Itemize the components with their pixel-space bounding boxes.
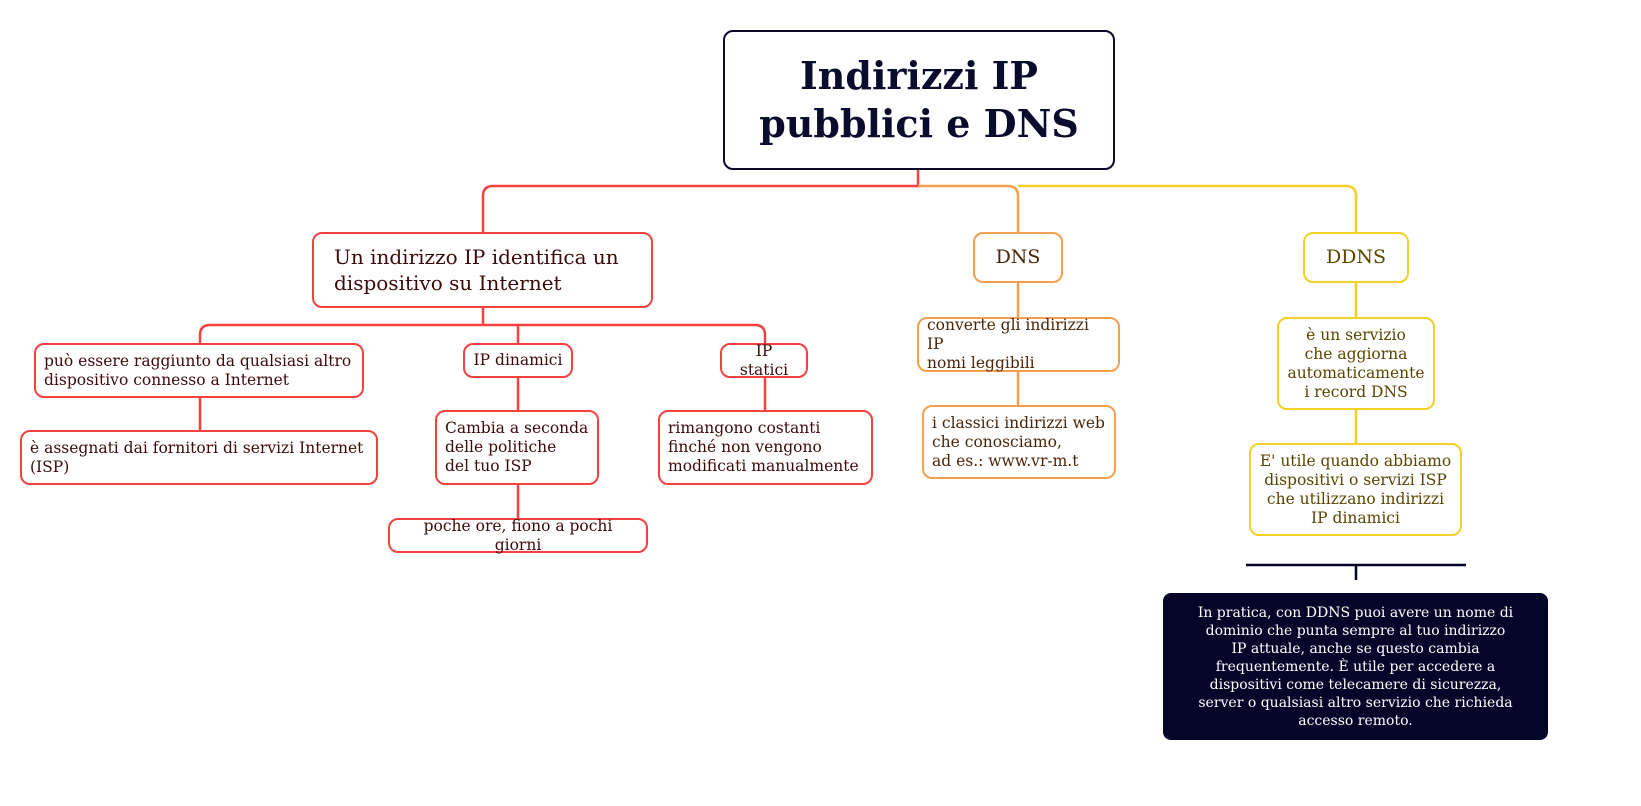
node-ip-reach: può essere raggiunto da qualsiasi altro …: [34, 343, 364, 398]
node-dns-example: i classici indirizzi web che conosciamo,…: [922, 405, 1116, 479]
node-ip-static: IP statici: [720, 342, 808, 379]
node-dns: DNS: [973, 232, 1063, 283]
node-ip-assigned: è assegnati dai fornitori di servizi Int…: [20, 430, 378, 485]
node-dns-converts: converte gli indirizzi IP nomi leggibili: [917, 316, 1120, 372]
node-ip-dynamic-desc: Cambia a seconda delle politiche del tuo…: [435, 410, 599, 485]
node-ddns: DDNS: [1303, 232, 1409, 283]
root-title: Indirizzi IP pubblici e DNS: [723, 30, 1115, 170]
node-ip-static-desc: rimangono costanti finché non vengono mo…: [658, 410, 873, 485]
node-ip-dynamic-time: poche ore, fiono a pochi giorni: [388, 517, 648, 554]
node-ddns-service: è un servizio che aggiorna automaticamen…: [1277, 317, 1435, 410]
node-ddns-useful: E' utile quando abbiamo dispositivi o se…: [1249, 443, 1462, 536]
node-ip-address: Un indirizzo IP identifica un dispositiv…: [312, 232, 653, 308]
ddns-note: In pratica, con DDNS puoi avere un nome …: [1163, 593, 1548, 740]
node-ip-dynamic: IP dinamici: [463, 343, 573, 378]
